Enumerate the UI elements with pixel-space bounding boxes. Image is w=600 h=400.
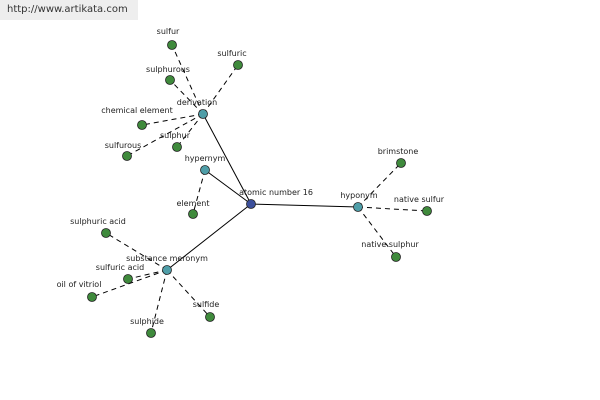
leaf-label-sulfuric-acid[interactable]: sulfuric acid <box>96 263 144 272</box>
leaf-label-sulphuric-acid[interactable]: sulphuric acid <box>70 217 126 226</box>
leaf-node-sulfuric[interactable] <box>233 60 243 70</box>
leaf-node-native-sulfur[interactable] <box>422 206 432 216</box>
graph-nodes <box>87 40 432 338</box>
category-label-derivation[interactable]: derivation <box>177 98 217 107</box>
leaf-node-sulfur[interactable] <box>167 40 177 50</box>
edge-hyponym-native-sulfur <box>357 206 428 212</box>
leaf-label-native-sulfur[interactable]: native sulfur <box>394 195 445 204</box>
edge-substance-meronym-sulphuric-acid <box>105 232 168 271</box>
category-label-hyponym[interactable]: hyponym <box>340 191 378 200</box>
edge-derivation-sulfuric <box>202 64 239 115</box>
center-node[interactable] <box>246 199 256 209</box>
leaf-node-native-sulphur[interactable] <box>391 252 401 262</box>
leaf-node-sulphide[interactable] <box>146 328 156 338</box>
edge-derivation-sulfurous <box>126 113 204 157</box>
leaf-label-sulfurous[interactable]: sulfurous <box>105 141 142 150</box>
edge-derivation-sulphur <box>176 113 204 148</box>
leaf-label-brimstone[interactable]: brimstone <box>378 147 419 156</box>
leaf-label-native-sulphur[interactable]: native sulphur <box>361 240 419 249</box>
edge-center-derivation <box>202 113 252 205</box>
category-label-hypernym[interactable]: hypernym <box>185 154 226 163</box>
leaf-label-chemical-element[interactable]: chemical element <box>101 106 172 115</box>
graph-edges <box>91 44 428 334</box>
edge-hypernym-element <box>192 169 206 215</box>
center-label[interactable]: atomic number 16 <box>239 188 313 197</box>
graph-labels: sulfur sulfuric sulphurous chemical element… <box>57 27 445 326</box>
leaf-node-sulphurous[interactable] <box>165 75 175 85</box>
edge-derivation-sulfur <box>171 44 204 115</box>
leaf-node-sulphuric-acid[interactable] <box>101 228 111 238</box>
edge-substance-meronym-sulphide <box>150 269 168 334</box>
site-url[interactable]: http://www.artikata.com <box>0 0 138 20</box>
category-node-substance-meronym[interactable] <box>162 265 172 275</box>
edge-derivation-sulphurous <box>169 79 204 115</box>
edge-derivation-chemical-element <box>141 113 204 126</box>
edge-hyponym-brimstone <box>357 162 402 208</box>
edge-center-hypernym <box>204 169 252 205</box>
leaf-label-sulphide[interactable]: sulphide <box>130 317 164 326</box>
leaf-node-chemical-element[interactable] <box>137 120 147 130</box>
leaf-node-element[interactable] <box>188 209 198 219</box>
category-node-hyponym[interactable] <box>353 202 363 212</box>
edge-center-substance-meronym <box>166 203 252 271</box>
leaf-node-sulfurous[interactable] <box>122 151 132 161</box>
edge-substance-meronym-sulfuric-acid <box>127 269 168 280</box>
leaf-node-sulfide[interactable] <box>205 312 215 322</box>
leaf-label-sulfur[interactable]: sulfur <box>157 27 180 36</box>
category-node-derivation[interactable] <box>198 109 208 119</box>
category-node-hypernym[interactable] <box>200 165 210 175</box>
leaf-node-sulfuric-acid[interactable] <box>123 274 133 284</box>
leaf-node-sulphur[interactable] <box>172 142 182 152</box>
edge-substance-meronym-sulfide <box>166 269 211 318</box>
leaf-node-oil-of-vitriol[interactable] <box>87 292 97 302</box>
leaf-label-sulphurous[interactable]: sulphurous <box>146 65 190 74</box>
leaf-label-element[interactable]: element <box>177 199 210 208</box>
leaf-label-sulfide[interactable]: sulfide <box>193 300 220 309</box>
leaf-label-sulfuric[interactable]: sulfuric <box>217 49 246 58</box>
leaf-label-sulphur[interactable]: sulphur <box>160 131 191 140</box>
leaf-node-brimstone[interactable] <box>396 158 406 168</box>
edge-center-hyponym <box>250 203 359 208</box>
edge-hyponym-native-sulphur <box>357 206 397 258</box>
category-label-substance-meronym[interactable]: substance meronym <box>126 254 208 263</box>
leaf-label-oil-of-vitriol[interactable]: oil of vitriol <box>57 280 102 289</box>
